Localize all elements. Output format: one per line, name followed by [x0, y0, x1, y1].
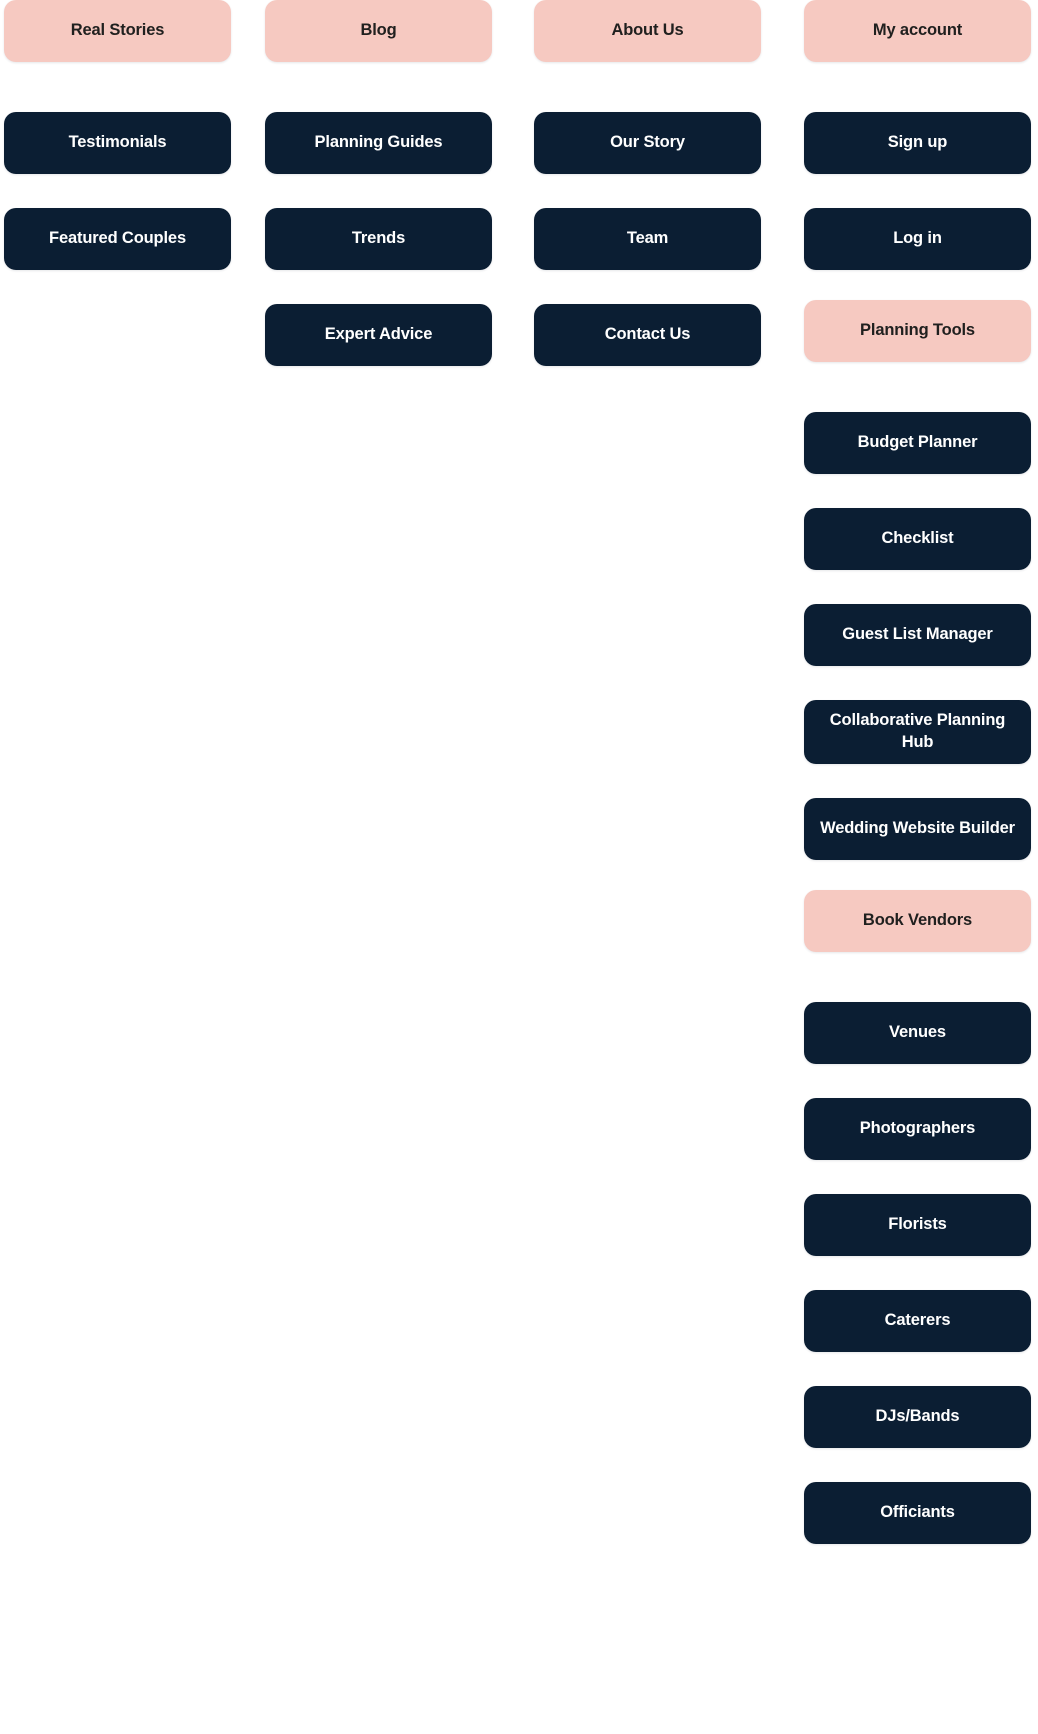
menu-spacer	[804, 62, 1031, 112]
menu-item-officiants[interactable]: Officiants	[804, 1481, 1031, 1544]
menu-group-heading-planning-tools[interactable]: Planning Tools	[804, 300, 1031, 362]
menu-item-wedding-website-builder[interactable]: Wedding Website Builder	[804, 797, 1031, 860]
menu-spacer	[534, 174, 761, 208]
menu-spacer	[804, 1448, 1031, 1482]
menu-spacer	[804, 362, 1031, 412]
menu-heading-real-stories[interactable]: Real Stories	[4, 0, 231, 62]
menu-item-collaborative-planning-hub[interactable]: Collaborative Planning Hub	[804, 700, 1031, 764]
menu-item-florists[interactable]: Florists	[804, 1193, 1031, 1256]
menu-spacer	[804, 860, 1031, 890]
menu-spacer	[534, 270, 761, 304]
menu-item-featured-couples[interactable]: Featured Couples	[4, 208, 231, 270]
menu-item-trends[interactable]: Trends	[265, 208, 492, 270]
menu-item-budget-planner[interactable]: Budget Planner	[804, 412, 1031, 474]
menu-group-heading-book-vendors[interactable]: Book Vendors	[804, 889, 1031, 952]
menu-spacer	[265, 174, 492, 208]
menu-heading-my-account[interactable]: My account	[804, 0, 1031, 62]
menu-item-guest-list-manager[interactable]: Guest List Manager	[804, 604, 1031, 666]
menu-spacer	[804, 270, 1031, 300]
menu-item-our-story[interactable]: Our Story	[534, 112, 761, 174]
menu-spacer	[4, 174, 231, 208]
menu-item-venues[interactable]: Venues	[804, 1001, 1031, 1064]
menu-spacer	[804, 570, 1031, 604]
menu-heading-about-us[interactable]: About Us	[534, 0, 761, 62]
menu-spacer	[804, 1064, 1031, 1098]
menu-item-testimonials[interactable]: Testimonials	[4, 112, 231, 174]
menu-spacer	[804, 1160, 1031, 1194]
menu-spacer	[804, 666, 1031, 700]
menu-item-caterers[interactable]: Caterers	[804, 1289, 1031, 1352]
menu-spacer	[804, 1256, 1031, 1290]
menu-item-checklist[interactable]: Checklist	[804, 508, 1031, 570]
menu-spacer	[265, 62, 492, 112]
menu-spacer	[804, 952, 1031, 1002]
menu-item-log-in[interactable]: Log in	[804, 208, 1031, 270]
menu-spacer	[4, 62, 231, 112]
menu-item-photographers[interactable]: Photographers	[804, 1097, 1031, 1160]
menu-spacer	[804, 764, 1031, 798]
menu-item-sign-up[interactable]: Sign up	[804, 112, 1031, 174]
menu-item-team[interactable]: Team	[534, 208, 761, 270]
menu-item-contact-us[interactable]: Contact Us	[534, 304, 761, 366]
menu-item-djs-bands[interactable]: DJs/Bands	[804, 1385, 1031, 1448]
menu-spacer	[534, 62, 761, 112]
menu-spacer	[804, 174, 1031, 208]
menu-item-expert-advice[interactable]: Expert Advice	[265, 304, 492, 366]
menu-item-planning-guides[interactable]: Planning Guides	[265, 112, 492, 174]
menu-spacer	[804, 474, 1031, 508]
menu-spacer	[265, 270, 492, 304]
menu-spacer	[804, 1352, 1031, 1386]
menu-heading-blog[interactable]: Blog	[265, 0, 492, 62]
